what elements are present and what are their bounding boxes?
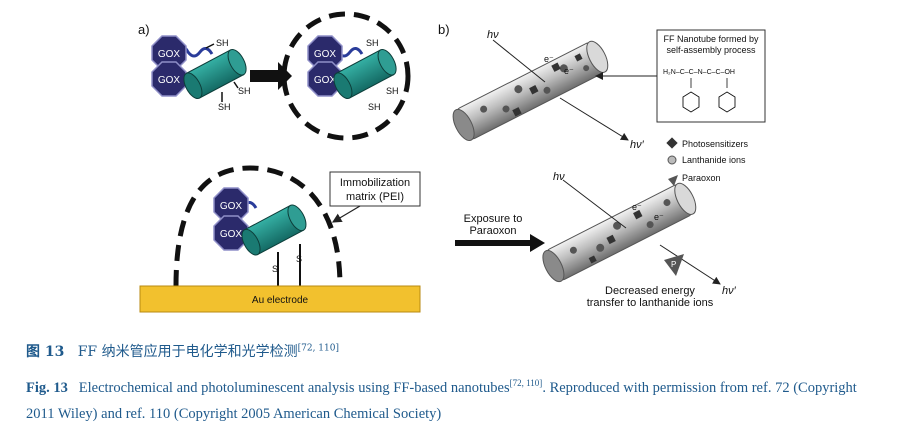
svg-text:P: P xyxy=(671,260,676,269)
svg-text:Immobilization: Immobilization xyxy=(340,177,410,189)
svg-text:self-assembly process: self-assembly process xyxy=(666,45,756,55)
svg-text:GOX: GOX xyxy=(158,75,181,86)
ff-structure-box: FF Nanotube formed by self-assembly proc… xyxy=(595,29,766,123)
svg-text:GOX: GOX xyxy=(220,229,243,240)
svg-text:GOX: GOX xyxy=(314,75,337,86)
gox-assembly-left: GOX GOX SH SH SH xyxy=(151,35,251,112)
green-nanotube xyxy=(183,48,247,100)
svg-text:Lanthanide ions: Lanthanide ions xyxy=(682,155,746,165)
transform-arrow xyxy=(250,62,292,90)
legend: Photosensitizers Lanthanide ions Paraoxo… xyxy=(666,137,749,186)
electrode-assembly: GOX GOX S S Au electrode xyxy=(139,165,421,313)
panel-a-label: a) xyxy=(138,22,150,37)
svg-text:SH: SH xyxy=(368,102,381,112)
svg-text:e⁻: e⁻ xyxy=(564,66,574,76)
svg-text:SH: SH xyxy=(218,102,231,112)
caption-cn-text: FF 纳米管应用于电化学和光学检测 xyxy=(77,344,298,360)
svg-text:transfer to lanthanide ions: transfer to lanthanide ions xyxy=(587,297,714,309)
svg-text:Paraoxon: Paraoxon xyxy=(469,225,516,237)
paraoxon-molecule xyxy=(664,254,684,276)
svg-text:GOX: GOX xyxy=(158,49,181,60)
svg-text:e⁻: e⁻ xyxy=(544,54,554,64)
svg-text:hν′: hν′ xyxy=(722,285,737,297)
svg-text:e⁻: e⁻ xyxy=(632,202,642,212)
caption-en-text: Electrochemical and photoluminescent ana… xyxy=(78,379,510,396)
panel-b-label: b) xyxy=(438,22,450,37)
svg-text:hν: hν xyxy=(553,171,565,183)
caption-cn-refs: [72, 110] xyxy=(297,343,339,354)
svg-text:SH: SH xyxy=(216,38,229,48)
caption-chinese: 图 13 FF 纳米管应用于电化学和光学检测[72, 110] xyxy=(26,341,339,361)
svg-text:Au electrode: Au electrode xyxy=(252,295,309,306)
caption-en-label: Fig. 13 xyxy=(26,379,68,396)
svg-text:Photosensitizers: Photosensitizers xyxy=(682,139,749,149)
ff-nanotube-bottom: hν hν′ e⁻ e⁻ P xyxy=(542,171,737,297)
svg-text:S: S xyxy=(272,264,278,274)
svg-text:GOX: GOX xyxy=(220,201,243,212)
ff-nanotube-top: hν hν′ e⁻ e⁻ xyxy=(452,29,645,151)
svg-text:S: S xyxy=(296,254,302,264)
caption-en-refs: [72, 110] xyxy=(509,378,543,388)
caption-english: Fig. 13 Electrochemical and photolumines… xyxy=(26,370,886,427)
svg-text:FF Nanotube formed by: FF Nanotube formed by xyxy=(663,34,759,44)
svg-text:hν′: hν′ xyxy=(630,139,645,151)
au-electrode xyxy=(139,285,421,313)
figure-13: a) GOX GOX SH SH SH GOX GOX xyxy=(138,11,766,313)
svg-text:Paraoxon: Paraoxon xyxy=(682,173,721,183)
gox-assembly-encapsulated: GOX GOX SH SH SH xyxy=(281,11,411,141)
svg-text:matrix (PEI): matrix (PEI) xyxy=(346,191,404,203)
svg-text:Exposure to: Exposure to xyxy=(464,213,523,225)
exposure-arrow: Exposure to Paraoxon xyxy=(455,213,545,252)
svg-text:SH: SH xyxy=(238,86,251,96)
caption-en-text-2: . Reproduced with permission from ref. 7… xyxy=(26,379,857,422)
svg-text:SH: SH xyxy=(366,38,379,48)
svg-text:e⁻: e⁻ xyxy=(654,212,664,222)
svg-text:H₂N–C–C–N–C–C–OH: H₂N–C–C–N–C–C–OH xyxy=(663,69,735,76)
svg-text:SH: SH xyxy=(386,86,399,96)
gox-enzyme-2 xyxy=(151,61,187,97)
svg-text:GOX: GOX xyxy=(314,49,337,60)
svg-text:Decreased energy: Decreased energy xyxy=(605,285,695,297)
immobilization-label: Immobilization matrix (PEI) xyxy=(329,171,421,223)
svg-text:hν: hν xyxy=(487,29,499,41)
caption-cn-label: 图 13 xyxy=(26,344,65,360)
